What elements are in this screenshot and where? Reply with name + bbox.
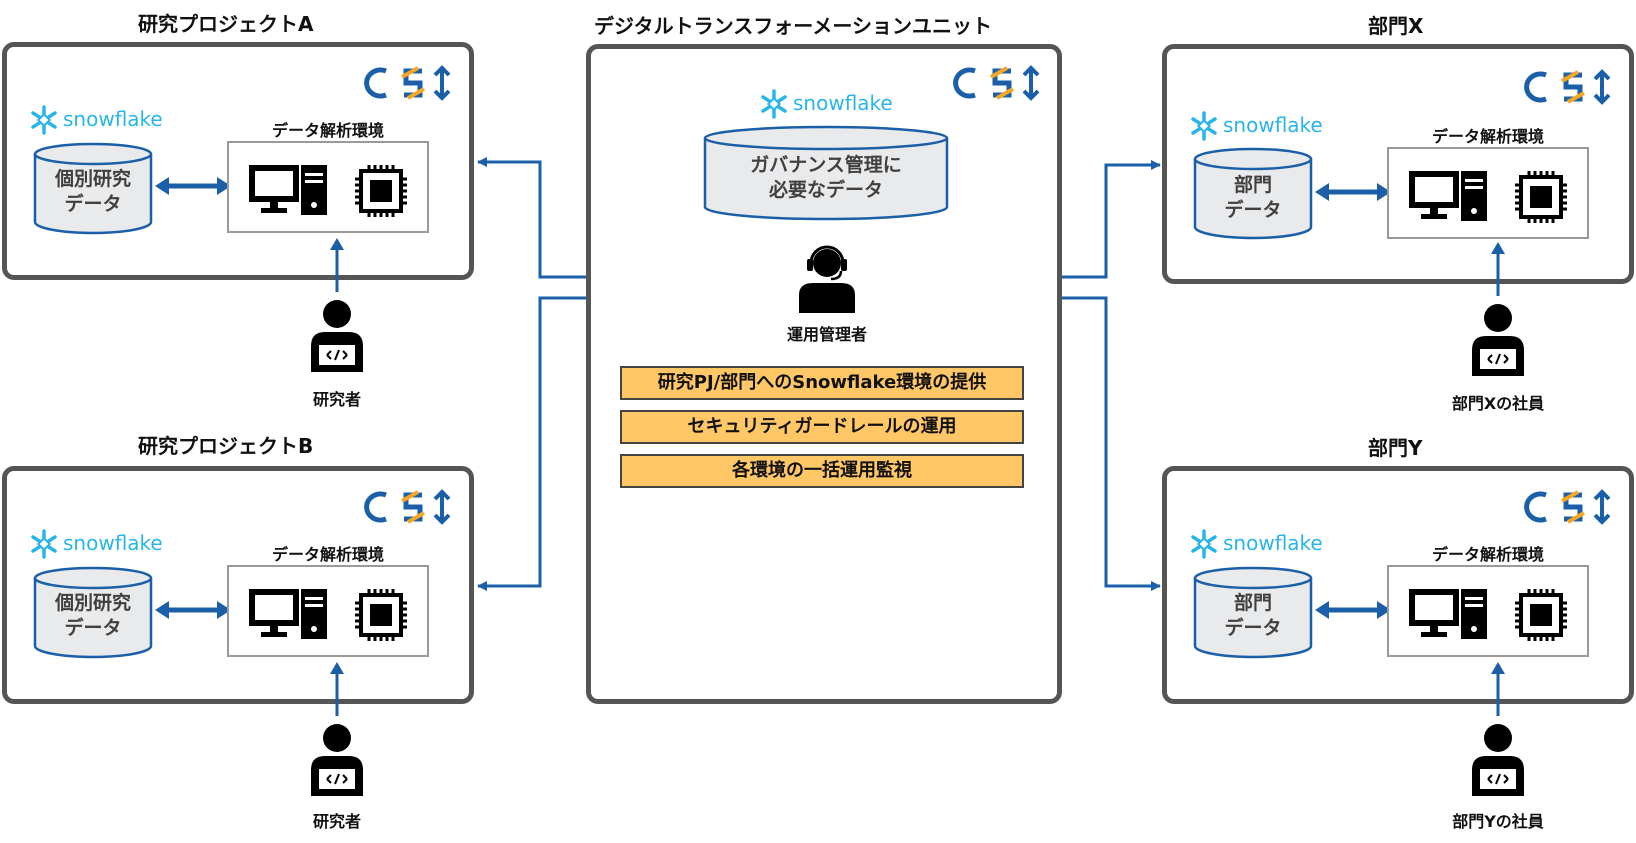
env-label: データ解析環境: [271, 121, 384, 140]
analysis-env-box: [1387, 147, 1589, 239]
computer-icon: [249, 165, 327, 215]
data-label-line2: データ: [64, 617, 122, 639]
computer-icon: [1409, 171, 1487, 221]
developer-icon: [1472, 724, 1524, 796]
cpu-chip-icon: [355, 165, 407, 217]
dept-y-panel: snowflake 部門 データ データ解析環境: [1162, 466, 1634, 704]
admin-label: 運用管理者: [786, 325, 867, 344]
data-cylinder: [33, 566, 153, 659]
dx-unit-title: デジタルトランスフォーメーションユニット: [594, 14, 992, 38]
researcher-label: 研究者: [312, 390, 361, 409]
csi-logo: [1524, 489, 1611, 525]
snowflake-icon: [1191, 111, 1217, 141]
governance-data-cylinder: [703, 125, 949, 221]
double-arrow-icon: [1315, 183, 1391, 201]
role-provide-environment: 研究PJ/部門へのSnowflake環境の提供: [620, 366, 1024, 400]
project-a-panel: snowflake 個別研究 データ データ解析環境: [2, 42, 474, 280]
snowflake-logo-text: snowflake: [63, 107, 163, 131]
headset-operator-icon: [799, 245, 855, 313]
data-cylinder: [1193, 566, 1313, 659]
employee-label: 部門Xの社員: [1451, 394, 1545, 413]
data-label-line2: データ: [1224, 199, 1282, 221]
governance-label-line1: ガバナンス管理に: [750, 154, 902, 176]
project-b-title: 研究プロジェクトB: [138, 434, 314, 458]
env-label: データ解析環境: [271, 545, 384, 564]
project-b-panel: snowflake 個別研究 データ データ解析環境: [2, 466, 474, 704]
developer-icon: [311, 724, 363, 796]
up-arrow: [330, 238, 344, 292]
up-arrow: [1491, 242, 1505, 296]
double-arrow-icon: [155, 601, 231, 619]
governance-label-line2: 必要なデータ: [768, 179, 883, 201]
double-arrow-icon: [155, 177, 231, 195]
env-label: データ解析環境: [1431, 127, 1544, 146]
snowflake-logo-text: snowflake: [1223, 113, 1323, 137]
cpu-chip-icon: [1515, 589, 1567, 641]
data-label-line1: 個別研究: [54, 168, 131, 190]
cpu-chip-icon: [1515, 171, 1567, 223]
up-arrow: [1491, 662, 1505, 716]
data-label-line1: 部門: [1233, 592, 1272, 614]
developer-icon: [1472, 304, 1524, 376]
researcher-label: 研究者: [312, 812, 361, 831]
env-label: データ解析環境: [1431, 545, 1544, 564]
snowflake-icon: [761, 89, 787, 119]
snowflake-logo-text: snowflake: [63, 531, 163, 555]
snowflake-icon: [1191, 529, 1217, 559]
computer-icon: [1409, 589, 1487, 639]
data-label-line2: データ: [64, 193, 122, 215]
csi-logo: [364, 489, 451, 525]
role-bulk-monitoring: 各環境の一括運用監視: [620, 454, 1024, 488]
snowflake-icon: [31, 105, 57, 135]
cpu-chip-icon: [355, 589, 407, 641]
snowflake-logo-text: snowflake: [793, 91, 893, 115]
analysis-env-box: [1387, 565, 1589, 657]
csi-logo: [1524, 69, 1611, 105]
data-label-line2: データ: [1224, 617, 1282, 639]
snowflake-icon: [31, 529, 57, 559]
csi-logo: [953, 65, 1040, 101]
employee-label: 部門Yの社員: [1452, 812, 1544, 831]
dept-x-title: 部門X: [1368, 14, 1424, 38]
data-label-line1: 部門: [1233, 174, 1272, 196]
analysis-env-box: [227, 565, 429, 657]
csi-logo: [364, 65, 451, 101]
analysis-env-box: [227, 141, 429, 233]
double-arrow-icon: [1315, 601, 1391, 619]
role-security-guardrail: セキュリティガードレールの運用: [620, 410, 1024, 444]
data-cylinder: [1193, 147, 1313, 240]
snowflake-logo-text: snowflake: [1223, 531, 1323, 555]
dept-y-title: 部門Y: [1368, 436, 1423, 460]
data-cylinder: [33, 142, 153, 235]
dept-x-panel: snowflake 部門 データ データ解析環境: [1162, 44, 1634, 284]
computer-icon: [249, 589, 327, 639]
developer-icon: [311, 300, 363, 372]
up-arrow: [330, 662, 344, 716]
project-a-title: 研究プロジェクトA: [138, 12, 314, 36]
data-label-line1: 個別研究: [54, 592, 131, 614]
